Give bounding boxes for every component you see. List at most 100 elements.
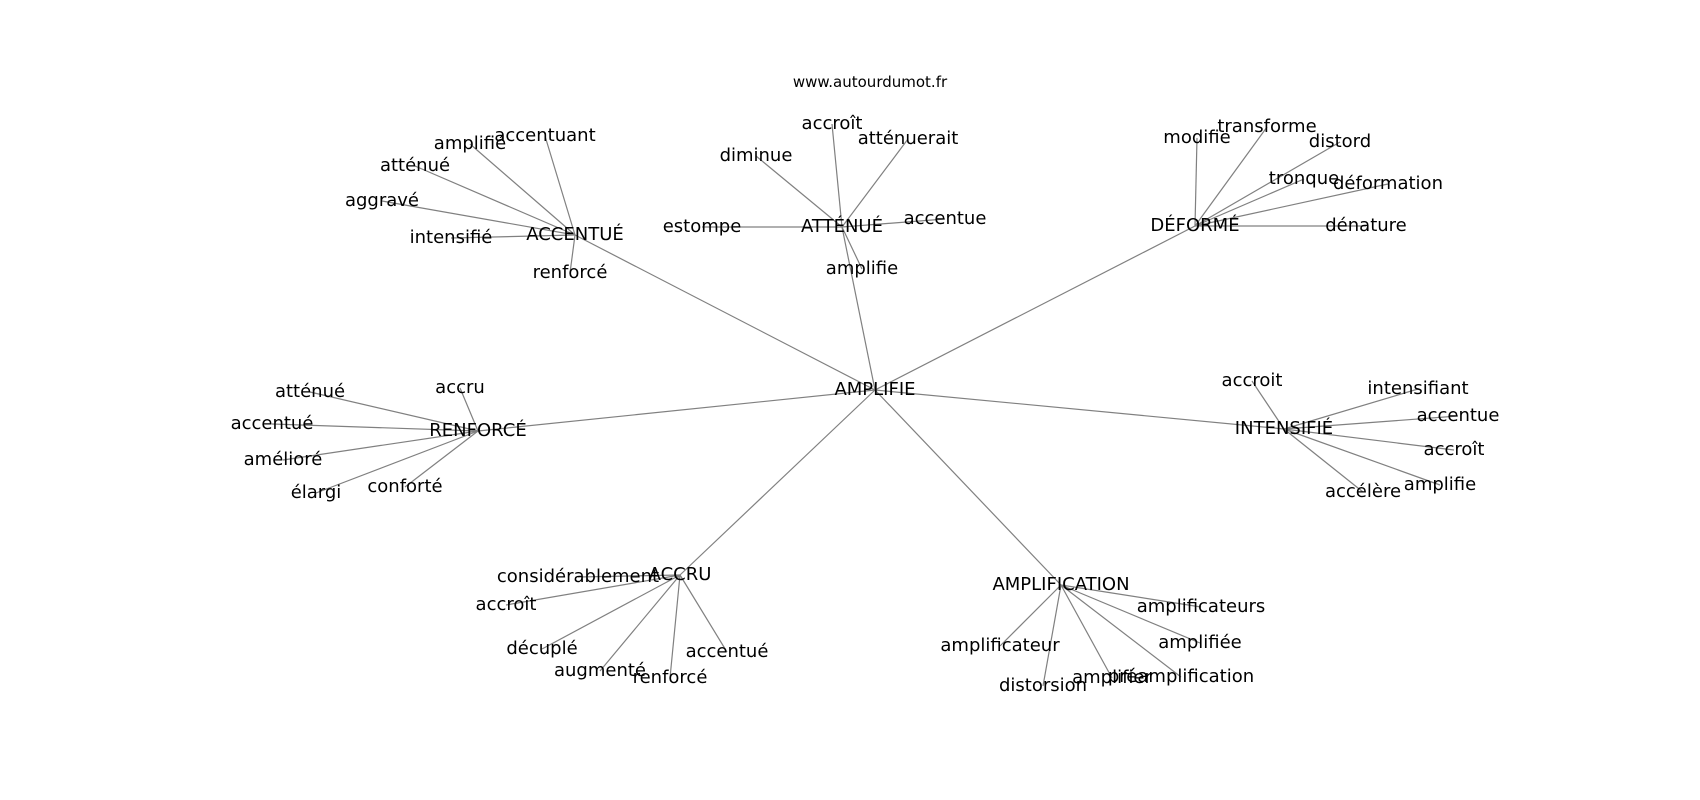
- leaf-node: diminue: [720, 145, 793, 166]
- leaf-node: amplifie: [826, 258, 898, 279]
- source-label: www.autourdumot.fr: [793, 73, 948, 91]
- leaf-node: intensifié: [410, 227, 493, 248]
- edge-group-to-leaf: [309, 391, 479, 432]
- edge-group-to-leaf: [841, 138, 909, 228]
- leaf-node: aggravé: [345, 190, 419, 211]
- edge-group-to-leaf: [1194, 178, 1305, 227]
- leaf-node: distord: [1309, 131, 1371, 152]
- edge-group-to-leaf: [414, 165, 576, 236]
- edge-group-to-leaf: [315, 430, 479, 494]
- edge-group-to-leaf: [1194, 141, 1341, 227]
- leaf-node: décuplé: [506, 638, 577, 659]
- edge-center-to-group: [841, 226, 876, 391]
- edge-group-to-leaf: [1060, 584, 1113, 679]
- leaf-node: considérablement: [497, 566, 659, 587]
- leaf-node: amplifie: [1404, 474, 1476, 495]
- leaf-node: accroît: [802, 113, 863, 134]
- leaf-node: atténué: [275, 381, 345, 402]
- edge-center-to-group: [679, 389, 876, 576]
- leaf-node: accélère: [1325, 481, 1401, 502]
- group-node: AMPLIFICATION: [992, 574, 1129, 595]
- leaf-node: atténuerait: [858, 128, 959, 149]
- edge-group-to-leaf: [569, 234, 576, 274]
- edge-group-to-leaf: [1283, 428, 1441, 486]
- edge-group-to-leaf: [541, 574, 681, 650]
- edge-group-to-leaf: [831, 123, 843, 228]
- edge-group-to-leaf: [1283, 428, 1364, 493]
- leaf-node: atténué: [380, 155, 450, 176]
- leaf-node: accentué: [231, 413, 314, 434]
- leaf-node: accentue: [1417, 405, 1500, 426]
- edge-group-to-leaf: [404, 430, 479, 488]
- center-node: AMPLIFIE: [834, 379, 915, 400]
- edge-group-to-leaf: [459, 387, 479, 432]
- leaf-node: amplificateur: [940, 635, 1060, 656]
- leaf-node: renforcé: [533, 262, 608, 283]
- edge-group-to-leaf: [1060, 584, 1202, 608]
- edge-group-to-leaf: [1042, 584, 1062, 687]
- leaf-node: amélioré: [244, 449, 323, 470]
- edge-center-to-group: [574, 234, 876, 391]
- edge-group-to-leaf: [679, 574, 728, 653]
- edge-center-to-group: [874, 389, 1062, 586]
- edge-group-to-leaf: [1283, 388, 1419, 430]
- edge-group-to-leaf: [544, 135, 576, 236]
- group-node: ACCRU: [649, 564, 712, 585]
- group-node: INTENSIFIÉ: [1235, 417, 1333, 439]
- edge-group-to-leaf: [577, 574, 681, 578]
- edge-group-to-leaf: [999, 584, 1062, 647]
- group-node: ACCENTUÉ: [526, 223, 624, 245]
- edge-group-to-leaf: [271, 423, 479, 432]
- edge-group-to-leaf: [505, 574, 681, 606]
- edge-group-to-leaf: [1251, 380, 1285, 430]
- leaf-node: tronque: [1269, 168, 1339, 189]
- leaf-node: transforme: [1217, 116, 1316, 137]
- group-node: ATTÉNUÉ: [801, 215, 883, 237]
- leaf-node: augmenté: [554, 660, 646, 681]
- leaf-node: élargi: [291, 482, 342, 503]
- leaf-node: renforcé: [633, 667, 708, 688]
- labels: AMPLIFIEACCENTUÉaccentuantamplifiéatténu…: [231, 113, 1500, 696]
- leaf-node: modifie: [1163, 127, 1230, 148]
- edges: [271, 123, 1459, 687]
- edge-group-to-leaf: [755, 155, 843, 228]
- leaf-node: distorsion: [999, 675, 1087, 696]
- leaf-node: accroît: [1424, 439, 1485, 460]
- group-node: DÉFORMÉ: [1150, 214, 1239, 236]
- edge-group-to-leaf: [599, 574, 681, 672]
- edge-group-to-leaf: [841, 226, 863, 270]
- leaf-node: déformation: [1333, 173, 1443, 194]
- edge-group-to-leaf: [841, 218, 946, 228]
- edge-group-to-leaf: [669, 574, 681, 679]
- leaf-node: conforté: [367, 476, 442, 497]
- leaf-node: préamplification: [1108, 666, 1254, 687]
- edge-group-to-leaf: [1060, 584, 1182, 678]
- leaf-node: accroit: [1222, 370, 1283, 391]
- edge-group-to-leaf: [1194, 183, 1389, 227]
- edge-group-to-leaf: [469, 143, 576, 236]
- leaf-node: accentuant: [494, 125, 595, 146]
- edge-group-to-leaf: [282, 430, 479, 461]
- edge-group-to-leaf: [450, 234, 576, 239]
- edge-center-to-group: [874, 389, 1285, 430]
- leaf-node: amplifier: [1072, 667, 1152, 688]
- edge-group-to-leaf: [1194, 137, 1198, 227]
- leaf-node: accentué: [686, 641, 769, 662]
- leaf-node: estompe: [663, 216, 742, 237]
- leaf-node: accru: [435, 377, 485, 398]
- edge-group-to-leaf: [1060, 584, 1201, 644]
- leaf-node: amplifiée: [1158, 632, 1241, 653]
- edge-center-to-group: [477, 389, 876, 432]
- leaf-node: intensifiant: [1367, 378, 1468, 399]
- edge-group-to-leaf: [1194, 126, 1268, 227]
- edge-group-to-leaf: [1283, 428, 1455, 451]
- edge-group-to-leaf: [1283, 415, 1459, 430]
- edge-center-to-group: [874, 225, 1196, 391]
- leaf-node: dénature: [1325, 215, 1406, 236]
- leaf-node: amplificateurs: [1137, 596, 1266, 617]
- group-node: RENFORCÉ: [429, 419, 526, 441]
- leaf-node: accentue: [904, 208, 987, 229]
- leaf-node: accroît: [476, 594, 537, 615]
- edge-group-to-leaf: [381, 200, 576, 236]
- leaf-node: amplifié: [434, 133, 506, 154]
